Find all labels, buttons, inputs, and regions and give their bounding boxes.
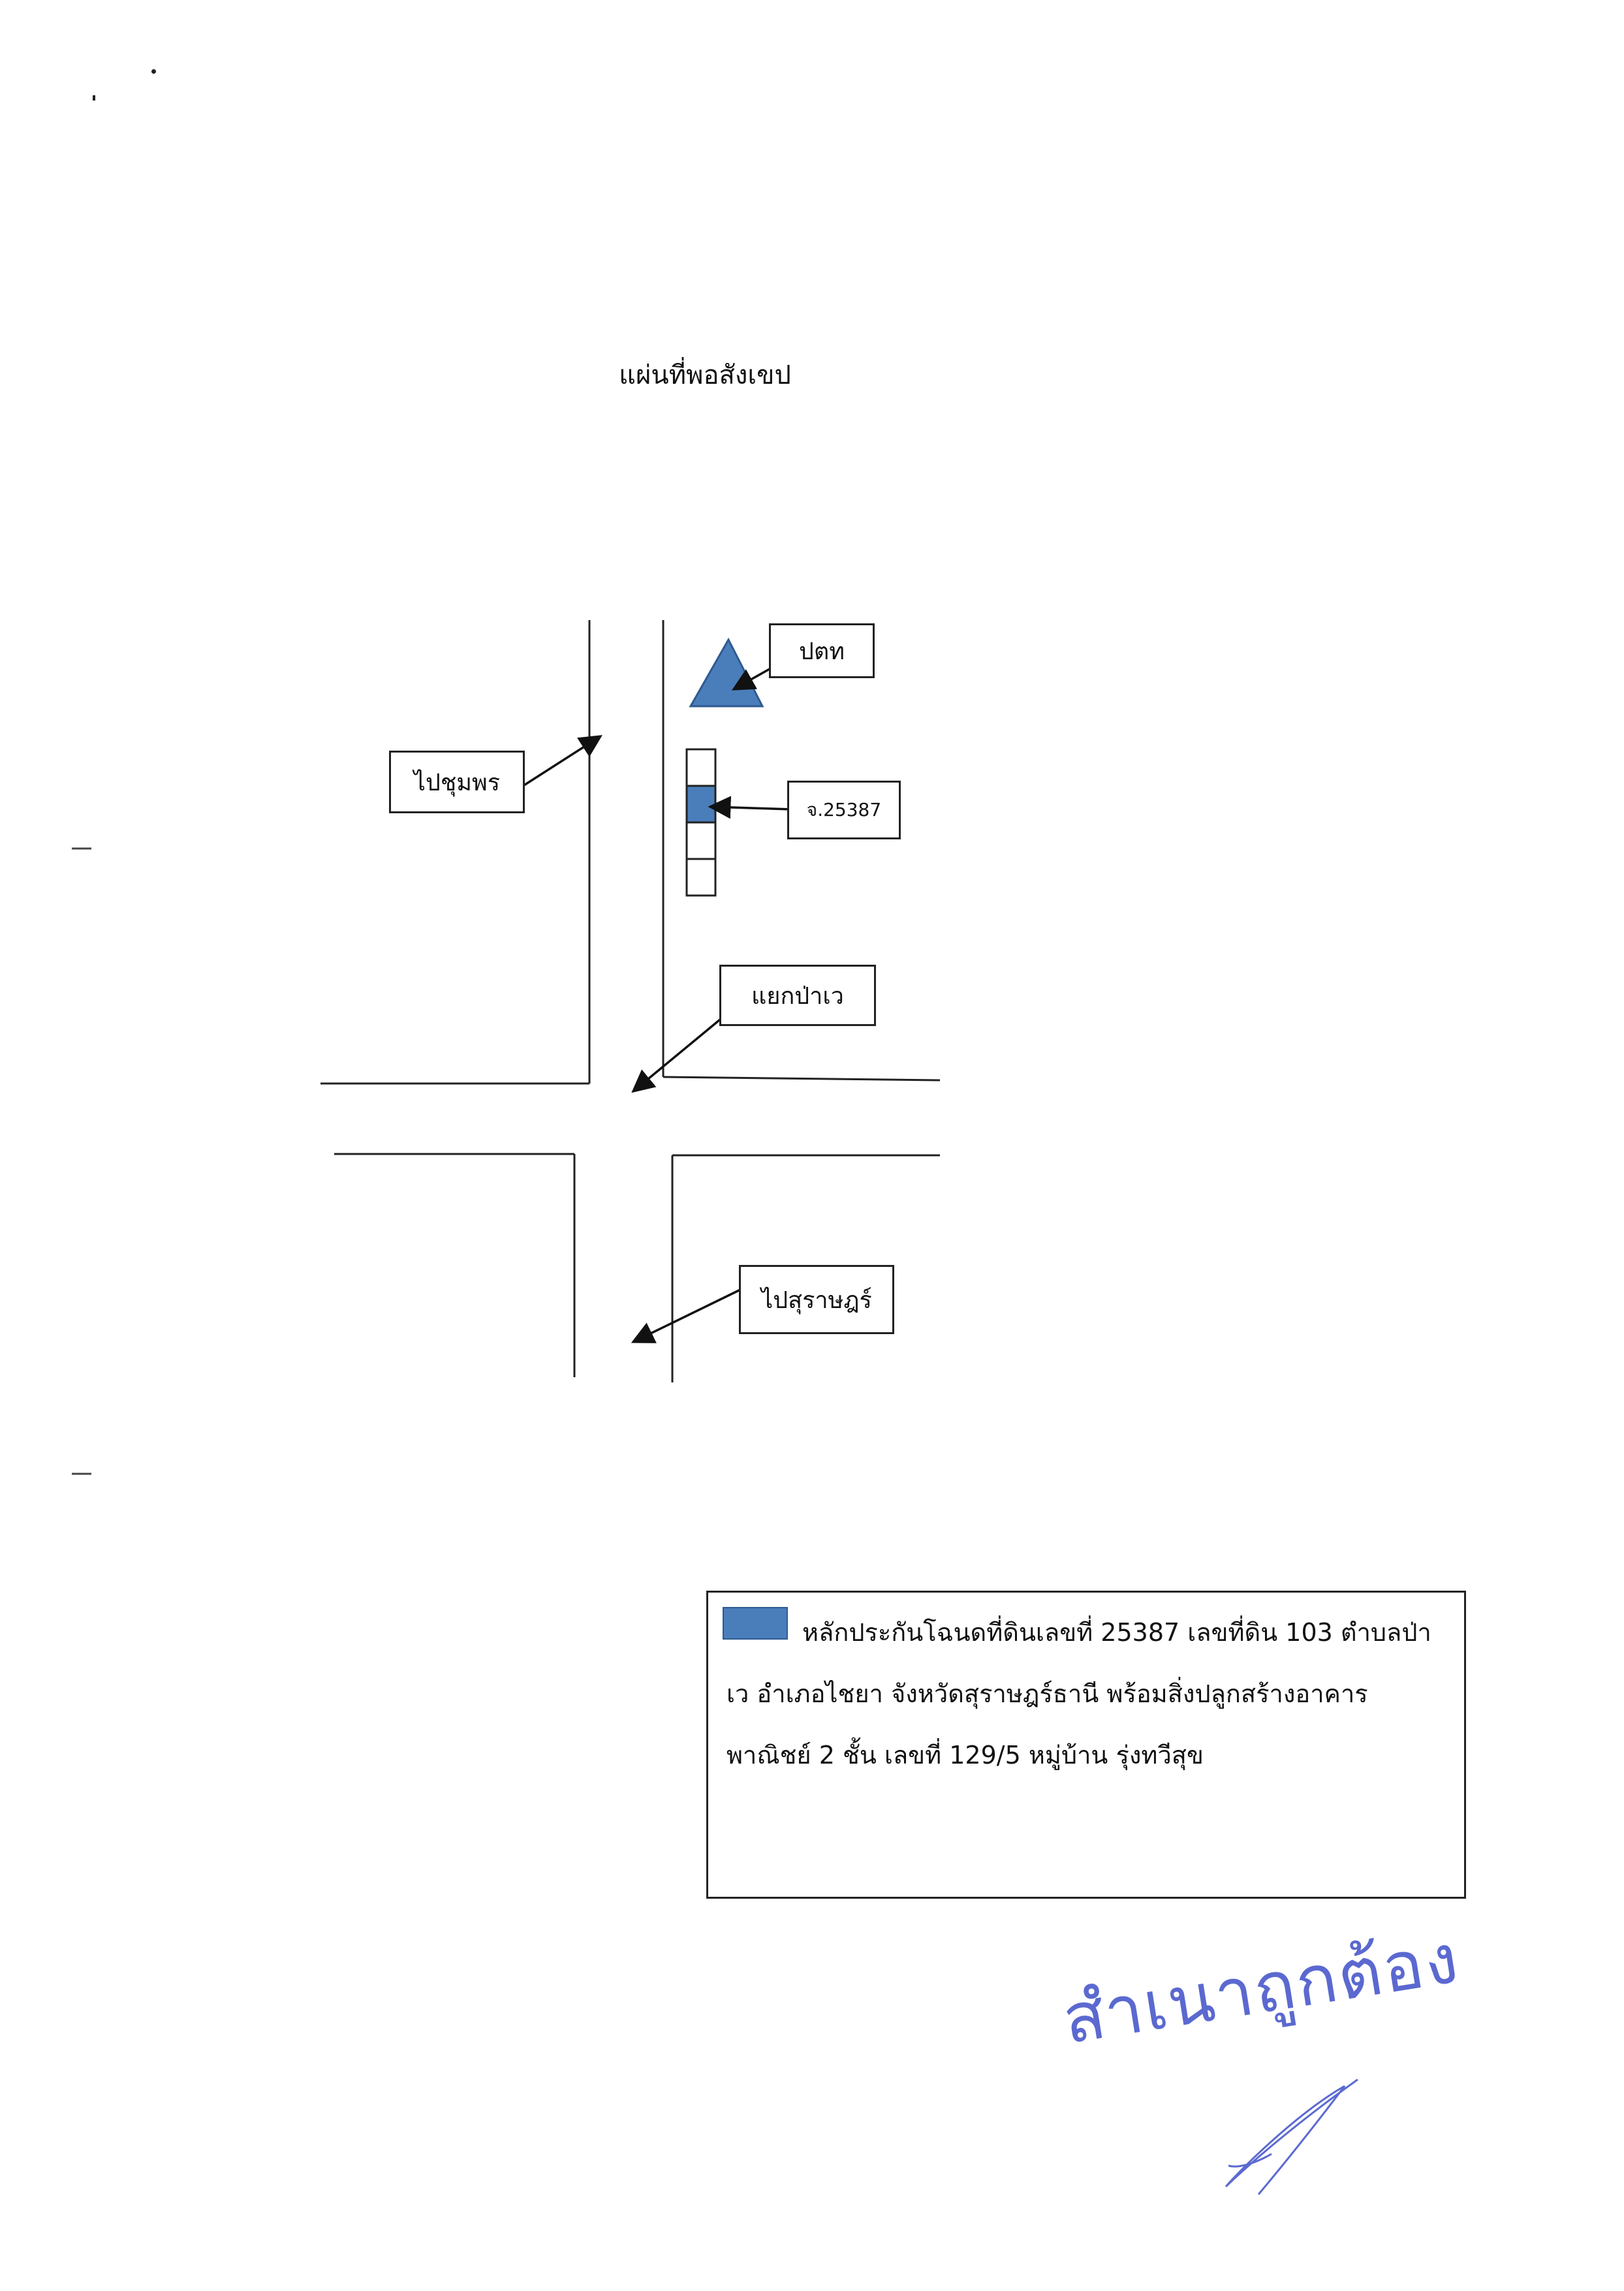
legend-box: หลักประกันโฉนดที่ดินเลขที่ 25387 เลขที่ด… bbox=[706, 1591, 1466, 1899]
label-deed-number: จ.25387 bbox=[787, 781, 901, 839]
margin-marks bbox=[72, 847, 91, 1475]
label-ptt: ปตท bbox=[769, 623, 875, 678]
scan-speck bbox=[151, 69, 156, 74]
label-pawe-junction: แยกป่าเว bbox=[719, 965, 876, 1026]
label-to-chumphon: ไปชุมพร bbox=[389, 751, 525, 813]
label-to-surat: ไปสุราษฎร์ bbox=[739, 1265, 894, 1334]
legend-swatch bbox=[723, 1607, 788, 1640]
map-title: แผ่นที่พอสังเขป bbox=[619, 360, 791, 390]
road-lines bbox=[320, 620, 941, 1382]
property-blocks bbox=[685, 748, 717, 897]
scan-speck bbox=[93, 95, 95, 101]
legend-text: หลักประกันโฉนดที่ดินเลขที่ 25387 เลขที่ด… bbox=[726, 1618, 1431, 1769]
